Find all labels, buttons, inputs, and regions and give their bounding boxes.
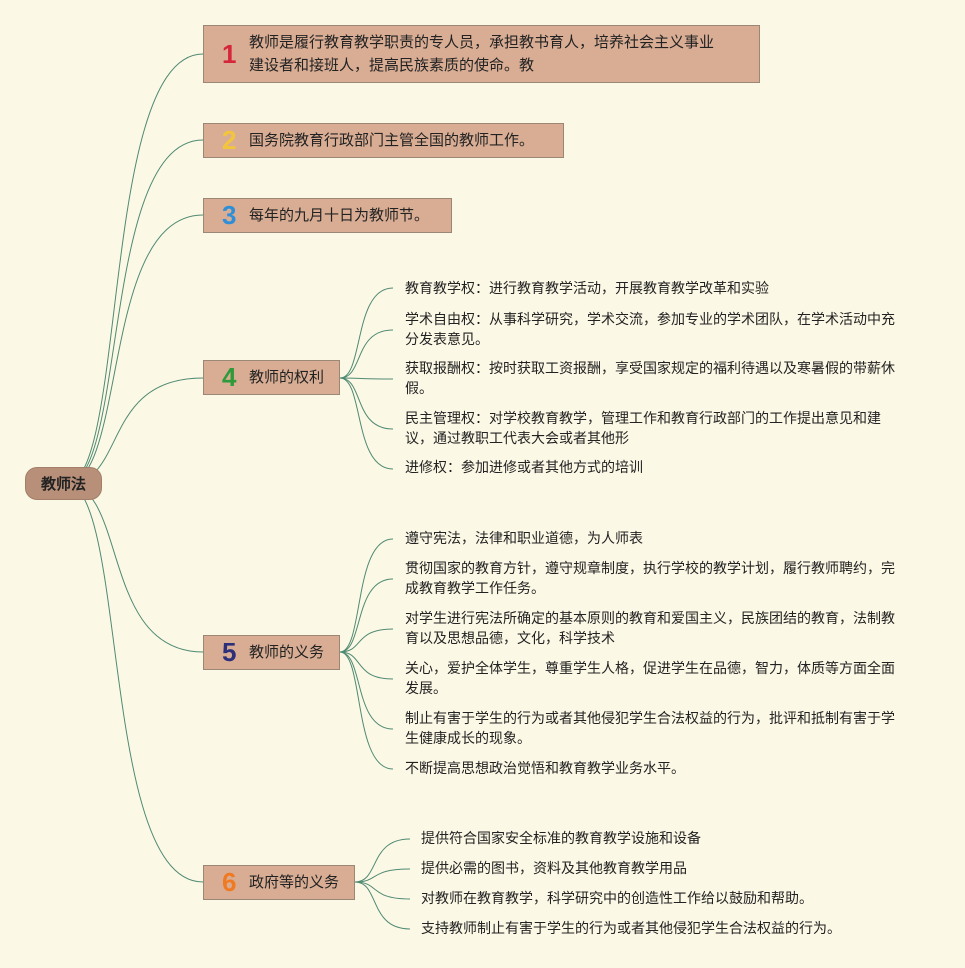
branch-3-label: 每年的九月十日为教师节。	[249, 206, 430, 224]
connector-branch5-leaf-6	[339, 651, 394, 770]
connector-branch5-leaf-4	[339, 651, 394, 680]
connector-branch5-leaf-5	[339, 651, 394, 730]
connector-root-branch-2	[65, 139, 204, 485]
branch-5[interactable]: 5 教师的义务	[203, 635, 340, 670]
leaf-5-5[interactable]: 制止有害于学生的行为或者其他侵犯学生合法权益的行为，批评和抵制有害于学 生健康成…	[405, 709, 895, 749]
connector-root-branch-6	[65, 483, 204, 883]
leaf-text: 学术自由权：从事科学研究，学术交流，参加专业的学术团队，在学术活动中充 分发表意…	[405, 312, 895, 348]
connector-branch4-leaf-2	[339, 329, 394, 379]
leaf-text: 进修权：参加进修或者其他方式的培训	[405, 460, 643, 476]
connector-root-branch-1	[65, 53, 204, 485]
connector-branch6-leaf-1	[354, 838, 411, 883]
leaf-text: 关心，爱护全体学生，尊重学生人格，促进学生在品德，智力，体质等方面全面 发展。	[405, 661, 895, 697]
branch-2-number: 2	[222, 125, 237, 155]
leaf-4-2[interactable]: 学术自由权：从事科学研究，学术交流，参加专业的学术团队，在学术活动中充 分发表意…	[405, 310, 895, 350]
branch-1-label: 教师是履行教育教学职责的专人员，承担教书育人，培养社会主义事业 建设者和接班人，…	[249, 33, 715, 74]
branch-4-number: 4	[222, 362, 237, 392]
leaf-5-6[interactable]: 不断提高思想政治觉悟和教育教学业务水平。	[405, 759, 685, 779]
leaf-5-1[interactable]: 遵守宪法，法律和职业道德，为人师表	[405, 529, 643, 549]
branch-5-label: 教师的义务	[249, 643, 325, 661]
connector-branch6-leaf-4	[354, 881, 411, 930]
leaf-text: 贯彻国家的教育方针，遵守规章制度，执行学校的教学计划，履行教师聘约，完 成教育教…	[405, 561, 895, 597]
connector-branch5-leaf-3	[339, 628, 394, 653]
leaf-4-1[interactable]: 教育教学权：进行教育教学活动，开展教育教学改革和实验	[405, 279, 769, 299]
leaf-text: 提供符合国家安全标准的教育教学设施和设备	[421, 831, 701, 847]
branch-4[interactable]: 4 教师的权利	[203, 360, 340, 395]
connector-root-branch-3	[65, 214, 204, 485]
connector-branch6-leaf-3	[354, 881, 411, 900]
leaf-text: 不断提高思想政治觉悟和教育教学业务水平。	[405, 761, 685, 777]
branch-1[interactable]: 1 教师是履行教育教学职责的专人员，承担教书育人，培养社会主义事业 建设者和接班…	[203, 25, 760, 83]
leaf-6-4[interactable]: 支持教师制止有害于学生的行为或者其他侵犯学生合法权益的行为。	[421, 919, 841, 939]
branch-3[interactable]: 3 每年的九月十日为教师节。	[203, 198, 452, 233]
leaf-5-4[interactable]: 关心，爱护全体学生，尊重学生人格，促进学生在品德，智力，体质等方面全面 发展。	[405, 659, 895, 699]
leaf-6-2[interactable]: 提供必需的图书，资料及其他教育教学用品	[421, 859, 687, 879]
root-node[interactable]: 教师法	[25, 467, 102, 500]
connector-branch4-leaf-4	[339, 377, 394, 430]
leaf-text: 对学生进行宪法所确定的基本原则的教育和爱国主义，民族团结的教育，法制教 育以及思…	[405, 611, 895, 647]
root-label: 教师法	[40, 475, 86, 493]
leaf-text: 提供必需的图书，资料及其他教育教学用品	[421, 861, 687, 877]
branch-2-label: 国务院教育行政部门主管全国的教师工作。	[249, 131, 535, 149]
connector-branch5-leaf-1	[339, 538, 394, 653]
branch-6-number: 6	[222, 867, 237, 897]
connector-branch6-leaf-2	[354, 868, 411, 883]
leaf-6-3[interactable]: 对教师在教育教学，科学研究中的创造性工作给以鼓励和帮助。	[421, 889, 813, 909]
leaf-text: 民主管理权：对学校教育教学，管理工作和教育行政部门的工作提出意见和建 议，通过教…	[405, 411, 881, 447]
leaf-text: 遵守宪法，法律和职业道德，为人师表	[405, 531, 643, 547]
branch-5-number: 5	[222, 637, 237, 667]
leaf-text: 对教师在教育教学，科学研究中的创造性工作给以鼓励和帮助。	[421, 891, 813, 907]
connector-branch4-leaf-1	[339, 287, 394, 379]
leaf-4-4[interactable]: 民主管理权：对学校教育教学，管理工作和教育行政部门的工作提出意见和建 议，通过教…	[405, 409, 881, 449]
connector-branch4-leaf-5	[339, 377, 394, 470]
leaf-text: 制止有害于学生的行为或者其他侵犯学生合法权益的行为，批评和抵制有害于学 生健康成…	[405, 711, 895, 747]
leaf-5-2[interactable]: 贯彻国家的教育方针，遵守规章制度，执行学校的教学计划，履行教师聘约，完 成教育教…	[405, 559, 895, 599]
branch-4-label: 教师的权利	[249, 368, 325, 386]
leaf-text: 获取报酬权：按时获取工资报酬，享受国家规定的福利待遇以及寒暑假的带薪休 假。	[405, 361, 895, 397]
branch-6-label: 政府等的义务	[249, 873, 340, 891]
branch-1-number: 1	[222, 38, 237, 69]
leaf-4-5[interactable]: 进修权：参加进修或者其他方式的培训	[405, 458, 643, 478]
connector-branch4-leaf-3	[339, 377, 394, 380]
branch-2[interactable]: 2 国务院教育行政部门主管全国的教师工作。	[203, 123, 564, 158]
leaf-6-1[interactable]: 提供符合国家安全标准的教育教学设施和设备	[421, 829, 701, 849]
leaf-text: 支持教师制止有害于学生的行为或者其他侵犯学生合法权益的行为。	[421, 921, 841, 937]
connector-root-branch-5	[65, 483, 204, 653]
leaf-5-3[interactable]: 对学生进行宪法所确定的基本原则的教育和爱国主义，民族团结的教育，法制教 育以及思…	[405, 609, 895, 649]
leaf-4-3[interactable]: 获取报酬权：按时获取工资报酬，享受国家规定的福利待遇以及寒暑假的带薪休 假。	[405, 359, 895, 399]
leaf-text: 教育教学权：进行教育教学活动，开展教育教学改革和实验	[405, 281, 769, 297]
branch-6[interactable]: 6 政府等的义务	[203, 865, 355, 900]
connector-branch5-leaf-2	[339, 578, 394, 653]
branch-3-number: 3	[222, 200, 237, 230]
